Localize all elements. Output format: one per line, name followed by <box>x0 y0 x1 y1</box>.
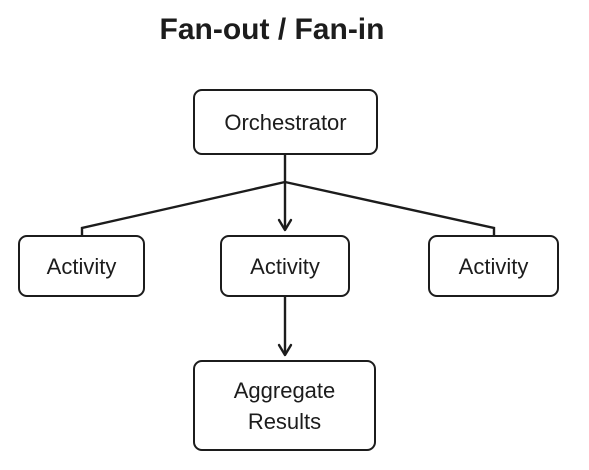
diagram-title: Fan-out / Fan-in <box>160 13 385 46</box>
node-activity-left-label: Activity <box>47 254 117 279</box>
node-aggregate-results-box <box>193 360 376 451</box>
node-aggregate-label-line2: Results <box>248 409 321 434</box>
node-orchestrator-box <box>193 89 378 155</box>
node-activity-left: Activity <box>18 235 145 297</box>
arrowhead-aggregate <box>277 343 293 357</box>
node-aggregate-results: Aggregate Results <box>193 360 376 451</box>
node-activity-center-label: Activity <box>250 254 320 279</box>
edges <box>80 154 496 357</box>
node-activity-right: Activity <box>428 235 559 297</box>
node-activity-right-label: Activity <box>459 254 529 279</box>
node-orchestrator-label: Orchestrator <box>224 110 346 135</box>
node-activity-right-box <box>428 235 559 297</box>
node-orchestrator: Orchestrator <box>193 89 378 155</box>
node-activity-left-box <box>18 235 145 297</box>
edge-orchestrator-to-activity-left <box>80 180 286 236</box>
node-activity-center-box <box>220 235 350 297</box>
node-aggregate-label-line1: Aggregate <box>234 378 336 403</box>
edge-orchestrator-to-activity-right <box>284 180 496 236</box>
arrowhead-activity-center <box>277 218 293 232</box>
node-activity-center: Activity <box>220 235 350 297</box>
